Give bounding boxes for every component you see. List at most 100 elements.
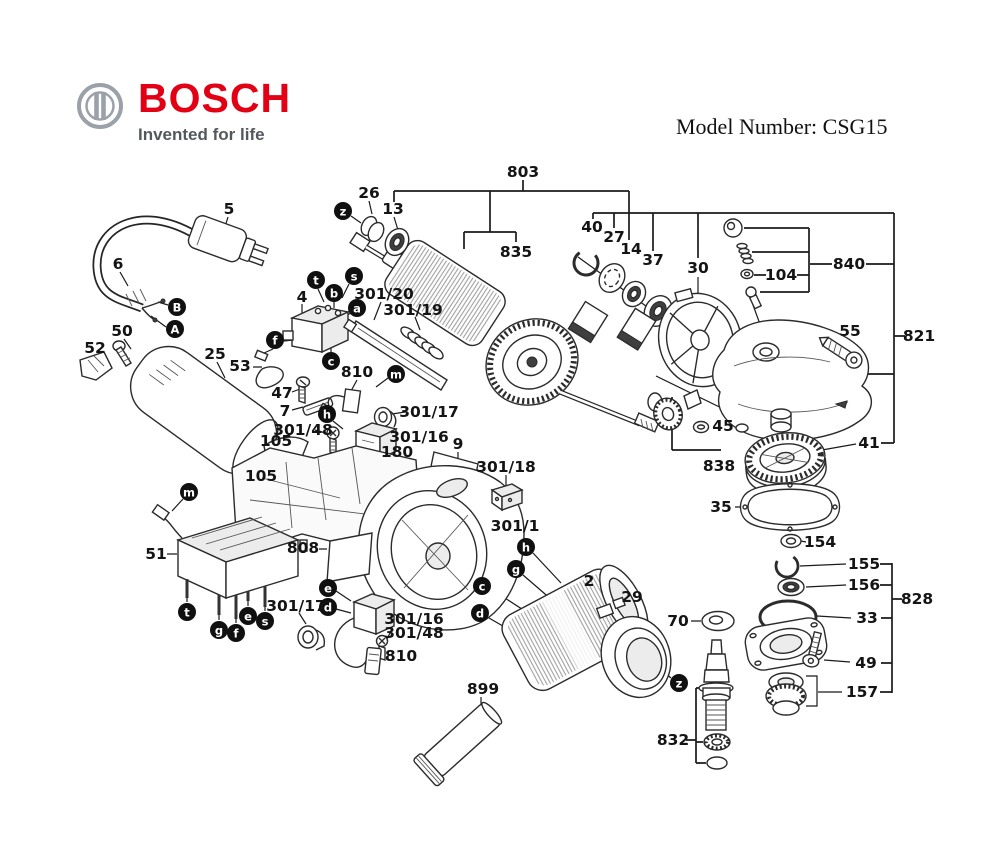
badge-label-s: s: [256, 612, 274, 630]
badge-label-h: h: [517, 538, 535, 556]
nameplate-808-drawing: [326, 532, 373, 583]
plug-5-drawing: [187, 215, 269, 267]
screw-49-drawing: [802, 630, 823, 668]
part-label-4: 4: [297, 288, 308, 306]
svg-text:e: e: [244, 610, 252, 624]
screw-301-48-upper-drawing: [326, 426, 340, 455]
part-label-156: 156: [848, 576, 880, 594]
part-label-26: 26: [358, 184, 380, 202]
badge-label-A: A: [166, 320, 184, 338]
part-label-155: 155: [848, 555, 880, 573]
part-label-49: 49: [855, 654, 877, 672]
badge-label-t: t: [178, 603, 196, 621]
part-label-33: 33: [856, 609, 878, 627]
part-label-835: 835: [500, 243, 532, 261]
gear-hub-drawing: [770, 408, 792, 433]
spacer-blocks-drawing: [567, 300, 657, 351]
part-label-840: 840: [833, 255, 866, 273]
slider-301-20-drawing: [342, 318, 448, 391]
gasket-35-drawing: [739, 482, 841, 532]
badge-label-b: b: [325, 284, 343, 302]
part-label-301-20: 301/20: [354, 285, 414, 303]
spindle-832-drawing: [698, 639, 734, 770]
brand-tagline: Invented for life: [138, 125, 265, 144]
bosch-logo: BOSCH Invented for life: [76, 78, 291, 145]
badge-label-e: e: [319, 579, 337, 597]
badge-label-z: z: [670, 674, 688, 692]
part-label-104: 104: [765, 266, 798, 284]
part-label-55: 55: [839, 322, 861, 340]
armature-835-drawing: [349, 231, 660, 433]
badge-label-h: h: [318, 405, 336, 423]
connector-53-drawing: [255, 366, 284, 389]
part-label-5: 5: [224, 200, 235, 218]
part-label-14: 14: [620, 240, 642, 258]
badge-label-g: g: [507, 560, 525, 578]
washer-26-drawing: [360, 215, 385, 243]
part-label-154: 154: [804, 533, 837, 551]
badge-label-d: d: [471, 604, 489, 622]
bearing-13-drawing: [384, 227, 410, 257]
svg-text:t: t: [313, 274, 319, 288]
part-label-27: 27: [603, 228, 625, 246]
svg-text:z: z: [676, 677, 683, 691]
washer-70-drawing: [701, 610, 735, 632]
part-label-810: 810: [385, 647, 418, 665]
part-label-47: 47: [271, 384, 293, 402]
part-label-40: 40: [581, 218, 603, 236]
svg-text:f: f: [233, 627, 239, 641]
svg-text:a: a: [353, 302, 361, 316]
grease-tube-899-drawing: [413, 701, 503, 787]
svg-text:d: d: [476, 607, 484, 621]
logo-text: BOSCH Invented for life: [138, 78, 291, 145]
detent-840-parts-drawing: [723, 218, 763, 310]
bracket-lines: [393, 180, 905, 764]
svg-text:e: e: [324, 582, 332, 596]
svg-text:b: b: [330, 287, 338, 301]
brush-810-lower-drawing: [334, 617, 382, 676]
part-label-51: 51: [145, 545, 167, 563]
part-label-35: 35: [710, 498, 732, 516]
strain-relief-6: [125, 288, 147, 307]
badge-label-c: c: [473, 577, 491, 595]
svg-text:f: f: [272, 334, 278, 348]
part-label-37: 37: [642, 251, 664, 269]
bearing-14-drawing: [621, 280, 647, 308]
part-label-105: 105: [245, 467, 277, 485]
switch-4-drawing: [253, 304, 351, 362]
spring-301-19-drawing: [400, 326, 444, 360]
part-label-808: 808: [287, 539, 319, 557]
part-label-301-16: 301/16: [384, 610, 444, 628]
baffle-29-drawing: [595, 596, 672, 699]
part-label-301-16: 301/16: [389, 428, 449, 446]
part-label-30: 30: [687, 259, 709, 277]
part-label-45: 45: [712, 417, 734, 435]
washer-154-drawing: [780, 533, 802, 549]
part-label-53: 53: [229, 357, 251, 375]
part-label-105: 105: [260, 432, 292, 450]
badge-label-e: e: [239, 607, 257, 625]
part-label-803: 803: [507, 163, 539, 181]
badge-label-m: m: [387, 365, 405, 383]
part-label-301-48: 301/48: [384, 624, 444, 642]
badge-label-f: f: [266, 331, 284, 349]
part-label-301-18: 301/18: [476, 458, 536, 476]
module-51-drawing: [151, 503, 300, 619]
brand-name: BOSCH: [138, 75, 292, 121]
oring-104-drawing: [740, 268, 754, 280]
svg-text:B: B: [173, 301, 182, 315]
badge-label-d: d: [319, 598, 337, 616]
badge-label-g: g: [210, 621, 228, 639]
power-cord-drawing: [92, 215, 209, 323]
part-label-50: 50: [111, 322, 133, 340]
badge-label-s: s: [345, 267, 363, 285]
part-label-25: 25: [204, 345, 226, 363]
svg-text:g: g: [215, 624, 223, 638]
part-label-52: 52: [84, 339, 106, 357]
bearing-156-drawing: [777, 577, 805, 597]
part-label-899: 899: [467, 680, 499, 698]
part-label-9: 9: [453, 435, 464, 453]
